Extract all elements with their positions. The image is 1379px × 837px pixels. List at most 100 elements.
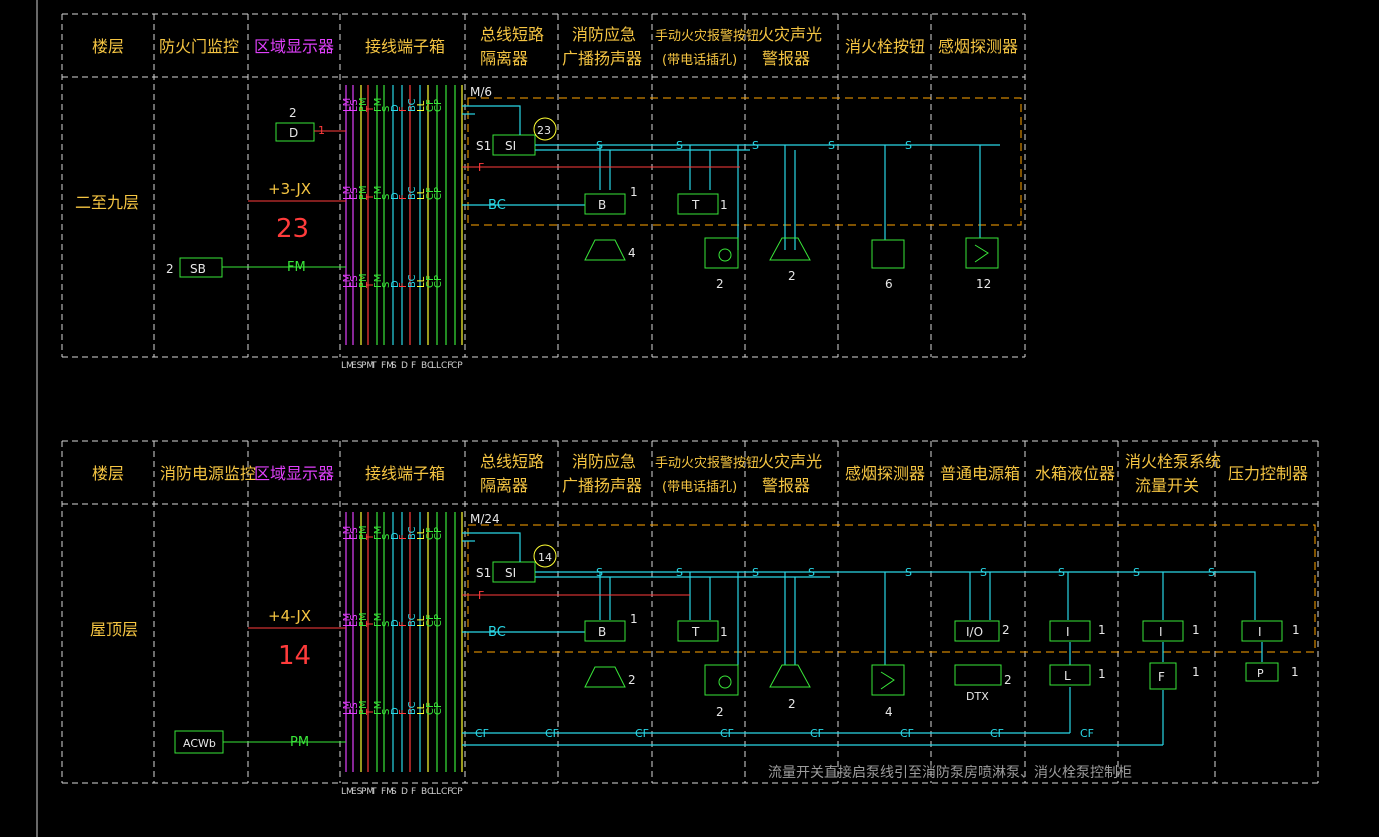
p1-hdr-alarm-1: 火灾声光 [758,25,822,44]
terminal-label: S [381,282,392,288]
p2-bus-wires [462,532,1263,746]
s-mark: S [808,566,815,579]
terminal-label: CF [425,614,436,627]
p2-box-t-n: 1 [720,625,728,639]
p1-box-t[interactable] [677,193,719,215]
p2-io-label: I/O [966,625,983,639]
p1-f-label: F [478,161,484,174]
p2-hdr-iso-2: 隔离器 [480,476,528,495]
s-mark: S [1058,566,1065,579]
p1-sb-box-label: SB [190,262,206,276]
p2-i-box-1-n: 1 [1098,623,1106,637]
s-mark: CF [545,727,559,740]
p2-p-box[interactable] [1245,662,1279,682]
p2-hdr-iso-1: 总线短路 [480,452,544,471]
p2-box-b[interactable] [584,620,626,642]
p1-bus-label: M/6 [470,85,492,99]
panel2-headers: 楼层 消防电源监控 区域显示器 接线端子箱 总线短路 隔离器 消防应急 广播扬声… [92,452,1308,495]
p2-i-box-3-label: I [1258,625,1262,639]
terminal-label: LL [416,703,427,715]
p1-bc-label: BC [488,198,506,213]
terminal-label: T [365,193,376,201]
p2-hdr-spk-2: 广播扬声器 [562,476,642,495]
p2-flow-box[interactable] [1149,662,1177,690]
p2-p-box-n: 1 [1291,665,1299,679]
p1-hdr-spk-1: 消防应急 [572,25,636,44]
terminal-label: F [398,194,409,200]
p1-jx-num: 23 [276,214,309,244]
p2-phone-icon [704,664,739,696]
p1-hdr-door: 防火门监控 [159,37,239,56]
terminal-label: F [398,534,409,540]
terminal-bottom-label: CF [441,361,452,371]
p1-hdr-manual-1: 手动火灾报警按钮 [655,28,759,44]
terminal-bottom-label: ES [351,361,363,371]
s-mark: S [828,139,835,152]
p2-speaker-icon [584,666,626,688]
p1-display-count: 2 [289,106,297,120]
p2-i-box-2[interactable] [1142,620,1184,642]
p1-hdr-terminal: 接线端子箱 [365,37,445,56]
p1-hdr-spk-2: 广播扬声器 [562,49,642,68]
p1-hydrant-n: 6 [885,277,893,291]
p2-box-b-label: B [598,625,606,639]
p2-alarm-icon [769,664,811,688]
p2-hdr-pump-1: 消火栓泵系统 [1125,452,1221,471]
panel1-grid [61,13,1026,358]
terminal-label: S [381,194,392,200]
p1-isolator-in: S1 [476,139,491,153]
p2-bus-label: M/24 [470,512,500,526]
p2-io-box[interactable] [954,620,1000,642]
s-mark: S [1133,566,1140,579]
s-mark: CF [475,727,489,740]
p2-i-box-1[interactable] [1049,620,1091,642]
terminal-label: CP [433,275,444,288]
p1-floor-label: 二至九层 [75,193,139,212]
p1-hdr-manual-2: (带电话插孔) [662,53,737,68]
terminal-label: LL [416,615,427,627]
p2-box-t[interactable] [677,620,719,642]
terminal-label: ES [349,187,360,200]
p2-dtx-box[interactable] [954,664,1002,686]
p1-box-t-label: T [691,198,700,212]
p2-l-box-label: L [1064,669,1071,683]
p2-l-box[interactable] [1049,664,1091,686]
terminal-label: CF [425,187,436,200]
terminal-label: PM [358,525,369,540]
terminal-label: T [365,533,376,541]
terminal-bottom-label: LM [341,361,354,371]
terminal-label: LM [342,701,353,715]
terminal-label: LM [342,526,353,540]
terminal-bottom-label: LM [341,787,354,797]
terminal-bottom-label: D [401,361,408,371]
terminal-label: BC [407,98,418,112]
terminal-label: F [398,621,409,627]
p2-hdr-alarm-1: 火灾声光 [758,452,822,471]
terminal-label: FM [373,526,384,540]
p1-box-b[interactable] [584,193,626,215]
terminal-bottom-label: F [411,361,416,371]
p1-box-b-n: 1 [630,185,638,199]
s-mark: CF [900,727,914,740]
p1-smoke-icon [965,237,999,269]
panel1-terminal-lines [345,85,463,345]
p1-hdr-alarm-2: 警报器 [762,49,810,68]
terminal-label: T [365,105,376,113]
p2-bc-label: BC [488,625,506,640]
terminal-bottom-label: S [391,787,397,797]
p2-floor-label: 屋顶层 [90,620,138,639]
terminal-label: PM [358,185,369,200]
terminal-label: ES [349,702,360,715]
terminal-label: BC [407,526,418,540]
terminal-label: CP [433,527,444,540]
p1-display-box[interactable] [275,122,315,142]
terminal-label: D [390,104,401,112]
p2-i-box-3[interactable] [1241,620,1283,642]
terminal-label: LM [342,186,353,200]
terminal-label: FM [373,613,384,627]
terminal-label: F [398,282,409,288]
terminal-label: FM [373,701,384,715]
p2-jx-num: 14 [278,641,311,671]
